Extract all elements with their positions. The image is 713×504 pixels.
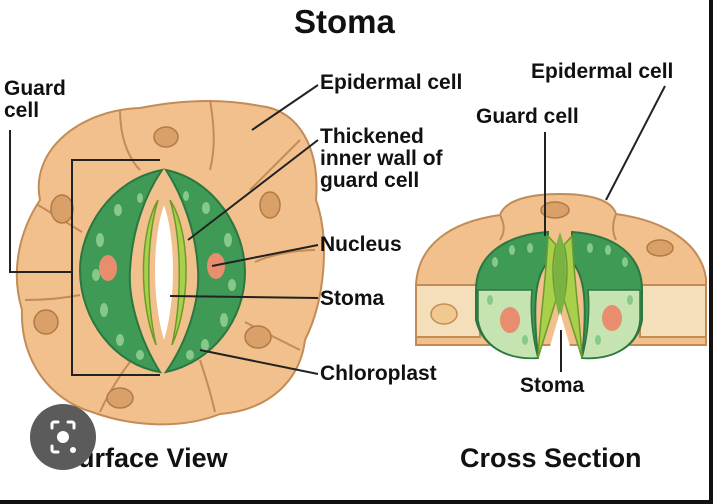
label-stoma-cross: Stoma [520,374,585,397]
frame-border-right [709,0,713,504]
epidermal-nuclei [33,126,281,409]
leader-lines [169,84,666,375]
label-stoma-surface: Stoma [320,287,385,310]
chloroplasts-cross [487,243,633,345]
guard-cell-bracket [9,130,160,376]
surface-view-illustration [9,99,325,426]
label-epidermal-cell-left: Epidermal cell [320,71,463,94]
label-guard-cell-right: Guard cell [476,105,579,128]
frame-border-bottom [0,500,713,504]
label-thickened-inner-wall: Thickened inner wall of guard cell [320,125,443,192]
lens-icon [50,420,76,454]
guard-nucleus-left [99,255,117,281]
inner-wall-right [169,199,187,346]
cross-cell-walls [499,213,617,241]
label-nucleus: Nucleus [320,233,402,256]
caption-surface-view: Surface View [60,443,228,473]
inner-wall-left [142,199,159,346]
chloroplasts-surface [92,191,236,360]
label-epidermal-cell-right: Epidermal cell [531,60,674,83]
guard-cell-left [78,168,165,374]
cross-section-illustration [415,192,707,360]
lens-search-button[interactable] [30,404,96,470]
caption-cross-section: Cross Section [460,443,642,473]
diagram-title: Stoma [294,3,395,40]
stoma-pore-surface [155,205,173,340]
label-guard-cell-left: Guard cell [4,77,66,122]
cross-lower-cell-right [639,284,707,338]
label-chloroplast: Chloroplast [320,362,437,385]
